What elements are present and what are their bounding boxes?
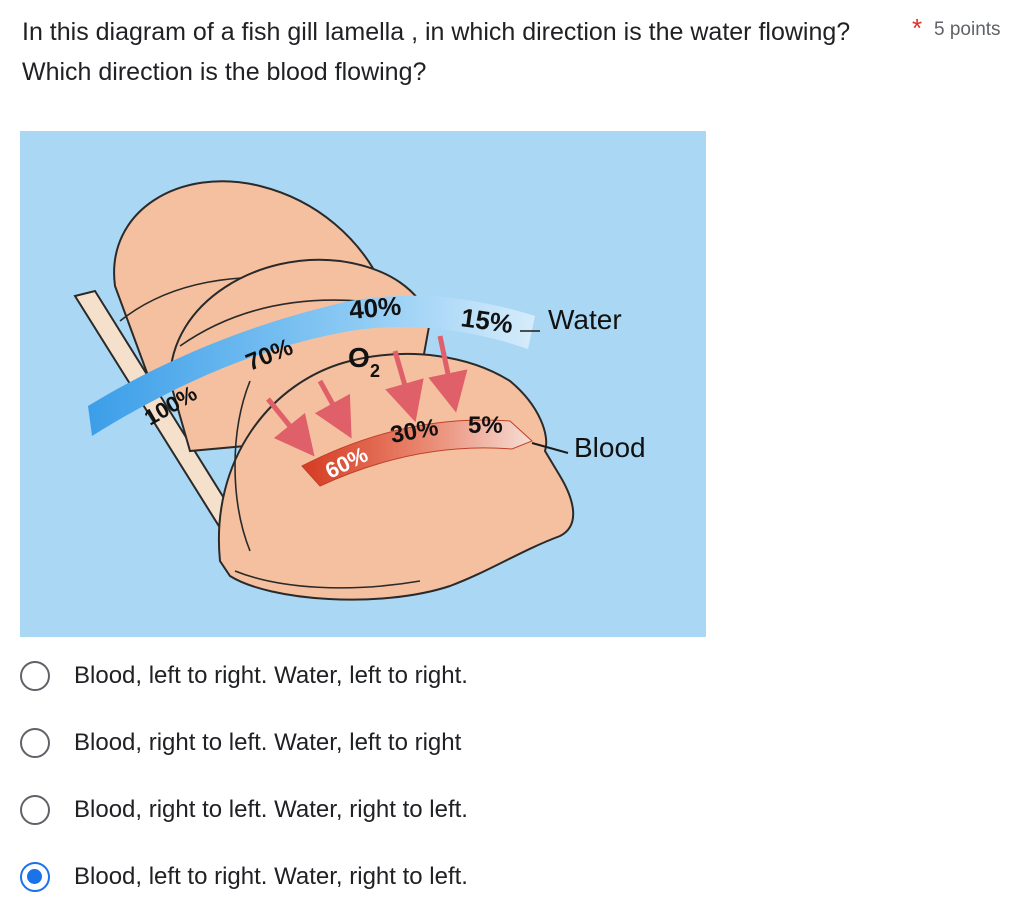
- water-percent-15: 15%: [459, 302, 515, 339]
- blood-flow-band: [301, 419, 533, 487]
- question-header: In this diagram of a fish gill lamella ,…: [22, 12, 1012, 92]
- option-label: Blood, right to left. Water, right to le…: [74, 796, 468, 823]
- option-2[interactable]: Blood, right to left. Water, left to rig…: [20, 721, 700, 765]
- required-marker: *: [912, 13, 923, 43]
- blood-leader-line: [531, 442, 569, 454]
- water-flow-band: [88, 295, 535, 436]
- option-4[interactable]: Blood, left to right. Water, right to le…: [20, 855, 700, 899]
- radio-unchecked-icon[interactable]: [20, 795, 50, 825]
- water-label: Water: [548, 304, 622, 335]
- oxygen-arrow-4: [428, 335, 468, 413]
- oxygen-arrow-2: [314, 379, 352, 439]
- oxygen-arrow-1: [266, 397, 315, 457]
- oxygen-label: O: [348, 342, 370, 373]
- gill-lamella-diagram: 100% 70% 40% 15% O 2 60% 30% 5% Water Bl…: [20, 131, 706, 637]
- option-label: Blood, left to right. Water, left to rig…: [74, 662, 468, 689]
- points-label: 5 points: [934, 19, 1001, 40]
- option-label: Blood, right to left. Water, left to rig…: [74, 729, 462, 756]
- question-title: In this diagram of a fish gill lamella ,…: [22, 18, 851, 86]
- water-percent-40: 40%: [348, 291, 402, 325]
- radio-unchecked-icon[interactable]: [20, 728, 50, 758]
- option-3[interactable]: Blood, right to left. Water, right to le…: [20, 788, 700, 832]
- radio-unchecked-icon[interactable]: [20, 661, 50, 691]
- option-1[interactable]: Blood, left to right. Water, left to rig…: [20, 654, 700, 698]
- blood-label: Blood: [574, 432, 646, 463]
- diagram-svg: 100% 70% 40% 15% O 2 60% 30% 5% Water Bl…: [20, 131, 706, 637]
- blood-percent-5: 5%: [468, 412, 503, 439]
- radio-checked-icon[interactable]: [20, 862, 50, 892]
- oxygen-subscript: 2: [370, 361, 380, 381]
- option-label: Blood, left to right. Water, right to le…: [74, 863, 468, 890]
- oxygen-arrow-3: [385, 350, 424, 423]
